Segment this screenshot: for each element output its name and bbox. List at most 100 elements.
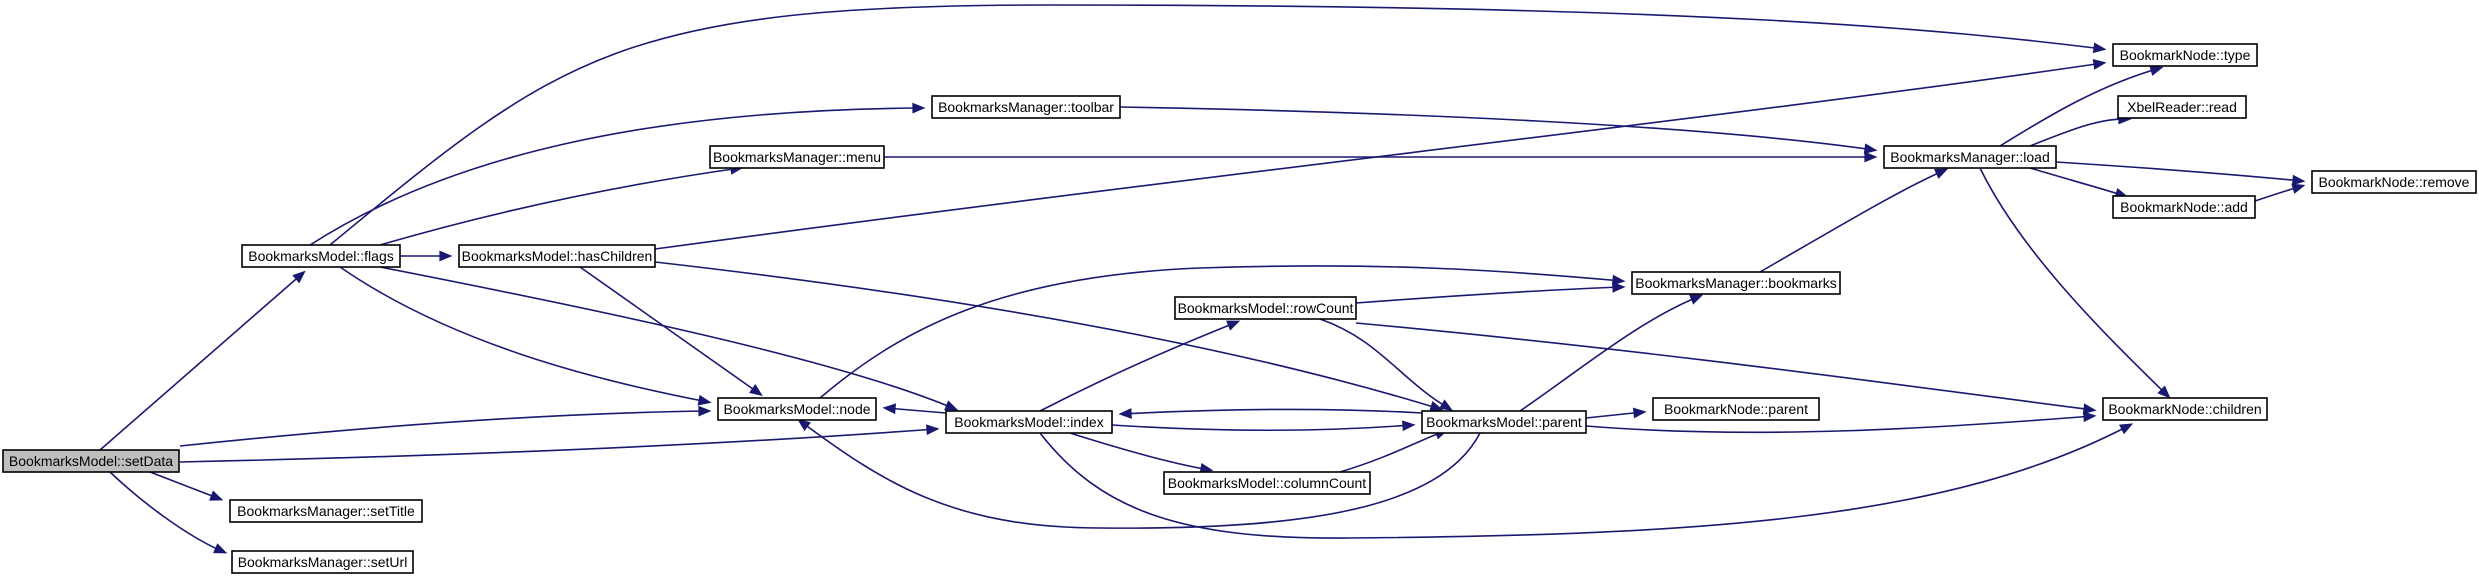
edge-flags-to-menu bbox=[379, 164, 744, 246]
node-label: BookmarksModel::node bbox=[723, 401, 870, 417]
arrowhead bbox=[1632, 407, 1647, 419]
node-menu[interactable]: BookmarksManager::menu bbox=[709, 145, 885, 169]
edge-line bbox=[2029, 167, 2126, 197]
node-label: BookmarksModel::index bbox=[954, 414, 1103, 430]
edge-line bbox=[654, 261, 1441, 410]
edge-index-to-children bbox=[1039, 423, 2134, 539]
node-bookmarks[interactable]: BookmarksManager::bookmarks bbox=[1631, 271, 1841, 295]
edge-parentModel-to-children bbox=[1585, 411, 2097, 434]
node-add[interactable]: BookmarkNode::add bbox=[2112, 195, 2256, 219]
node-box bbox=[1883, 145, 2057, 169]
arrowhead bbox=[2082, 403, 2097, 415]
edge-line bbox=[1039, 424, 2131, 539]
node-box bbox=[2, 449, 180, 473]
edge-line bbox=[1339, 430, 1446, 473]
node-box bbox=[229, 499, 423, 523]
node-box bbox=[241, 244, 401, 268]
node-label: XbelReader::read bbox=[2127, 99, 2237, 115]
node-type[interactable]: BookmarkNode::type bbox=[2112, 43, 2258, 67]
edge-line bbox=[2029, 118, 2129, 147]
arrowhead bbox=[1118, 408, 1132, 419]
node-xbelRead[interactable]: XbelReader::read bbox=[2117, 95, 2247, 119]
edge-line bbox=[1759, 169, 1946, 273]
node-label: BookmarksManager::setTitle bbox=[237, 503, 415, 519]
arrowhead bbox=[749, 384, 763, 397]
arrowhead bbox=[697, 394, 712, 406]
edge-bookmarks-to-load bbox=[1759, 168, 1949, 273]
node-label: BookmarksModel::hasChildren bbox=[462, 248, 653, 264]
arrowhead bbox=[292, 270, 306, 284]
arrowhead bbox=[797, 418, 811, 432]
node-label: BookmarkNode::type bbox=[2120, 47, 2251, 63]
edge-line bbox=[654, 62, 2104, 250]
arrowhead bbox=[912, 102, 926, 114]
node-index[interactable]: BookmarksModel::index bbox=[945, 410, 1113, 434]
node-box bbox=[2311, 170, 2477, 194]
edge-setData-to-flags bbox=[99, 270, 306, 451]
edge-line bbox=[1319, 318, 1451, 410]
node-box bbox=[458, 244, 656, 268]
node-label: BookmarkNode::children bbox=[2108, 401, 2261, 417]
edge-line bbox=[579, 266, 761, 395]
arrowhead bbox=[2291, 174, 2306, 186]
arrowhead bbox=[2083, 411, 2097, 423]
arrowhead bbox=[1863, 143, 1878, 154]
node-node[interactable]: BookmarksModel::node bbox=[717, 397, 877, 421]
node-label: BookmarksModel::setData bbox=[9, 453, 173, 469]
node-box bbox=[2117, 95, 2247, 119]
edge-index-to-parentModel bbox=[1111, 420, 1416, 432]
edge-line bbox=[109, 471, 225, 553]
arrowhead bbox=[439, 250, 453, 262]
node-nodeParent[interactable]: BookmarkNode::parent bbox=[1652, 397, 1820, 421]
edge-rowCount-to-parentModel bbox=[1319, 318, 1454, 411]
edge-hasChildren-to-parentModel bbox=[654, 261, 1444, 412]
node-flags[interactable]: BookmarksModel::flags bbox=[241, 244, 401, 268]
arrowhead bbox=[1934, 168, 1949, 179]
node-box bbox=[1163, 471, 1371, 495]
edge-parentModel-to-bookmarks bbox=[1519, 294, 1704, 412]
node-label: BookmarksManager::setUrl bbox=[238, 554, 408, 570]
arrowhead bbox=[1438, 399, 1454, 411]
edge-index-to-columnCount bbox=[1069, 432, 1214, 474]
node-hasChildren[interactable]: BookmarksModel::hasChildren bbox=[458, 244, 656, 268]
edge-line bbox=[2055, 161, 2303, 182]
node-load[interactable]: BookmarksManager::load bbox=[1883, 145, 2057, 169]
arrowhead bbox=[1864, 151, 1878, 163]
edge-layer bbox=[99, 4, 2306, 554]
edge-line bbox=[1979, 167, 2169, 397]
node-columnCount[interactable]: BookmarksModel::columnCount bbox=[1163, 471, 1371, 495]
edge-parentModel-to-index bbox=[1118, 408, 1423, 419]
node-label: BookmarksModel::parent bbox=[1426, 414, 1582, 430]
node-setTitle[interactable]: BookmarksManager::setTitle bbox=[229, 499, 423, 523]
edge-line bbox=[885, 407, 947, 414]
node-remove[interactable]: BookmarkNode::remove bbox=[2311, 170, 2477, 194]
edge-index-to-node bbox=[882, 403, 947, 415]
node-children[interactable]: BookmarkNode::children bbox=[2102, 397, 2268, 421]
node-label: BookmarksManager::menu bbox=[713, 149, 881, 165]
arrowhead bbox=[1429, 401, 1444, 412]
edge-line bbox=[819, 265, 1623, 399]
node-parentModel[interactable]: BookmarksModel::parent bbox=[1421, 410, 1587, 434]
node-toolbar[interactable]: BookmarksManager::toolbar bbox=[931, 95, 1121, 119]
arrowhead bbox=[926, 424, 940, 436]
node-box bbox=[2102, 397, 2268, 421]
node-setUrl[interactable]: BookmarksManager::setUrl bbox=[231, 550, 414, 574]
arrowhead bbox=[2291, 183, 2306, 194]
edge-line bbox=[1999, 67, 2161, 147]
edge-setData-to-node bbox=[179, 405, 712, 447]
edge-toolbar-to-load bbox=[1119, 106, 1878, 154]
arrowhead bbox=[213, 543, 228, 554]
node-label: BookmarksModel::rowCount bbox=[1178, 300, 1354, 316]
edge-load-to-remove bbox=[2055, 161, 2306, 186]
node-setData[interactable]: BookmarksModel::setData bbox=[2, 449, 180, 473]
edge-hasChildren-to-node bbox=[579, 266, 763, 397]
node-rowCount[interactable]: BookmarksModel::rowCount bbox=[1174, 296, 1357, 320]
arrowhead bbox=[2157, 385, 2171, 399]
node-box bbox=[1421, 410, 1587, 434]
edge-line bbox=[1585, 415, 2094, 434]
node-label: BookmarksManager::load bbox=[1890, 149, 2050, 165]
edge-rowCount-to-bookmarks bbox=[1355, 281, 1626, 304]
edge-load-to-type bbox=[1999, 65, 2164, 147]
node-label: BookmarksManager::toolbar bbox=[938, 99, 1114, 115]
